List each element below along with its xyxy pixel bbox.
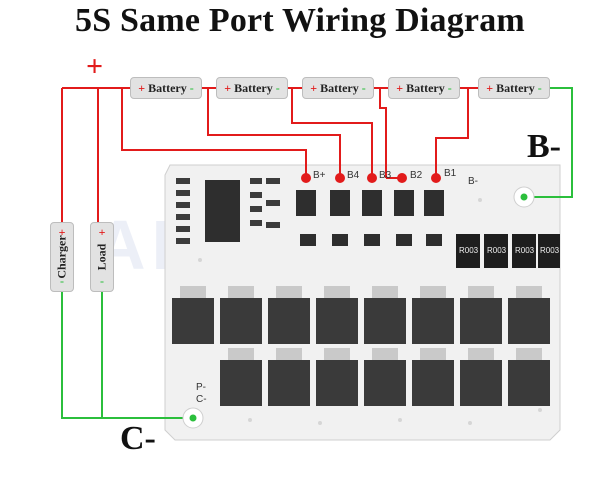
- load-box: + Load -: [90, 222, 114, 292]
- battery-4: + Battery -: [388, 77, 460, 99]
- battery-minus: -: [447, 80, 452, 95]
- negative-wires: [61, 87, 573, 419]
- resistor-label: R003: [540, 246, 560, 255]
- battery-label: Battery: [496, 80, 535, 95]
- small-components: [176, 178, 280, 244]
- charger-minus: -: [60, 274, 64, 288]
- page-title: 5S Same Port Wiring Diagram: [75, 2, 525, 39]
- battery-label: Battery: [234, 80, 273, 95]
- mosfets-top: [172, 298, 550, 344]
- charger-box: + Charger -: [50, 222, 74, 292]
- shunt-resistors: [456, 234, 560, 268]
- b-minus-label: B-: [527, 128, 561, 165]
- pad-label-cminus: C-: [196, 394, 207, 405]
- battery-label: Battery: [320, 80, 359, 95]
- pad-label-bplus: B+: [313, 170, 326, 181]
- battery-plus: +: [138, 80, 146, 95]
- battery-plus: +: [396, 80, 404, 95]
- balance-chips: [296, 190, 444, 246]
- battery-plus: +: [310, 80, 318, 95]
- load-label: Load: [94, 243, 109, 271]
- battery-minus: -: [275, 80, 280, 95]
- pad-label-bminus: B-: [468, 176, 478, 187]
- battery-minus: -: [189, 80, 194, 95]
- battery-minus: -: [361, 80, 366, 95]
- main-plus-label: +: [86, 50, 104, 83]
- pad-label-b2: B2: [410, 170, 423, 181]
- pad-label-b3: B3: [379, 170, 392, 181]
- balance-pads: [301, 173, 441, 183]
- ic-chip: [205, 180, 240, 242]
- charger-label: Charger: [54, 235, 69, 279]
- mosfet-tabs: [180, 286, 542, 360]
- battery-5: + Battery -: [478, 77, 550, 99]
- battery-plus: +: [224, 80, 232, 95]
- charger-plus: +: [58, 225, 66, 239]
- battery-3: + Battery -: [302, 77, 374, 99]
- c-minus-label: C-: [120, 420, 156, 457]
- positive-wires: [61, 87, 478, 230]
- battery-plus: +: [486, 80, 494, 95]
- battery-label: Battery: [148, 80, 187, 95]
- load-plus: +: [98, 225, 106, 239]
- pad-label-b1: B1: [444, 168, 457, 179]
- resistor-label: R003: [515, 246, 535, 255]
- battery-minus: -: [537, 80, 542, 95]
- battery-2: + Battery -: [216, 77, 288, 99]
- battery-1: + Battery -: [130, 77, 202, 99]
- load-minus: -: [100, 274, 104, 288]
- battery-label: Battery: [406, 80, 445, 95]
- resistor-label: R003: [459, 246, 479, 255]
- resistor-label: R003: [487, 246, 507, 255]
- mosfets-bottom: [220, 360, 550, 406]
- pad-label-pminus: P-: [196, 382, 206, 393]
- pad-label-b4: B4: [347, 170, 360, 181]
